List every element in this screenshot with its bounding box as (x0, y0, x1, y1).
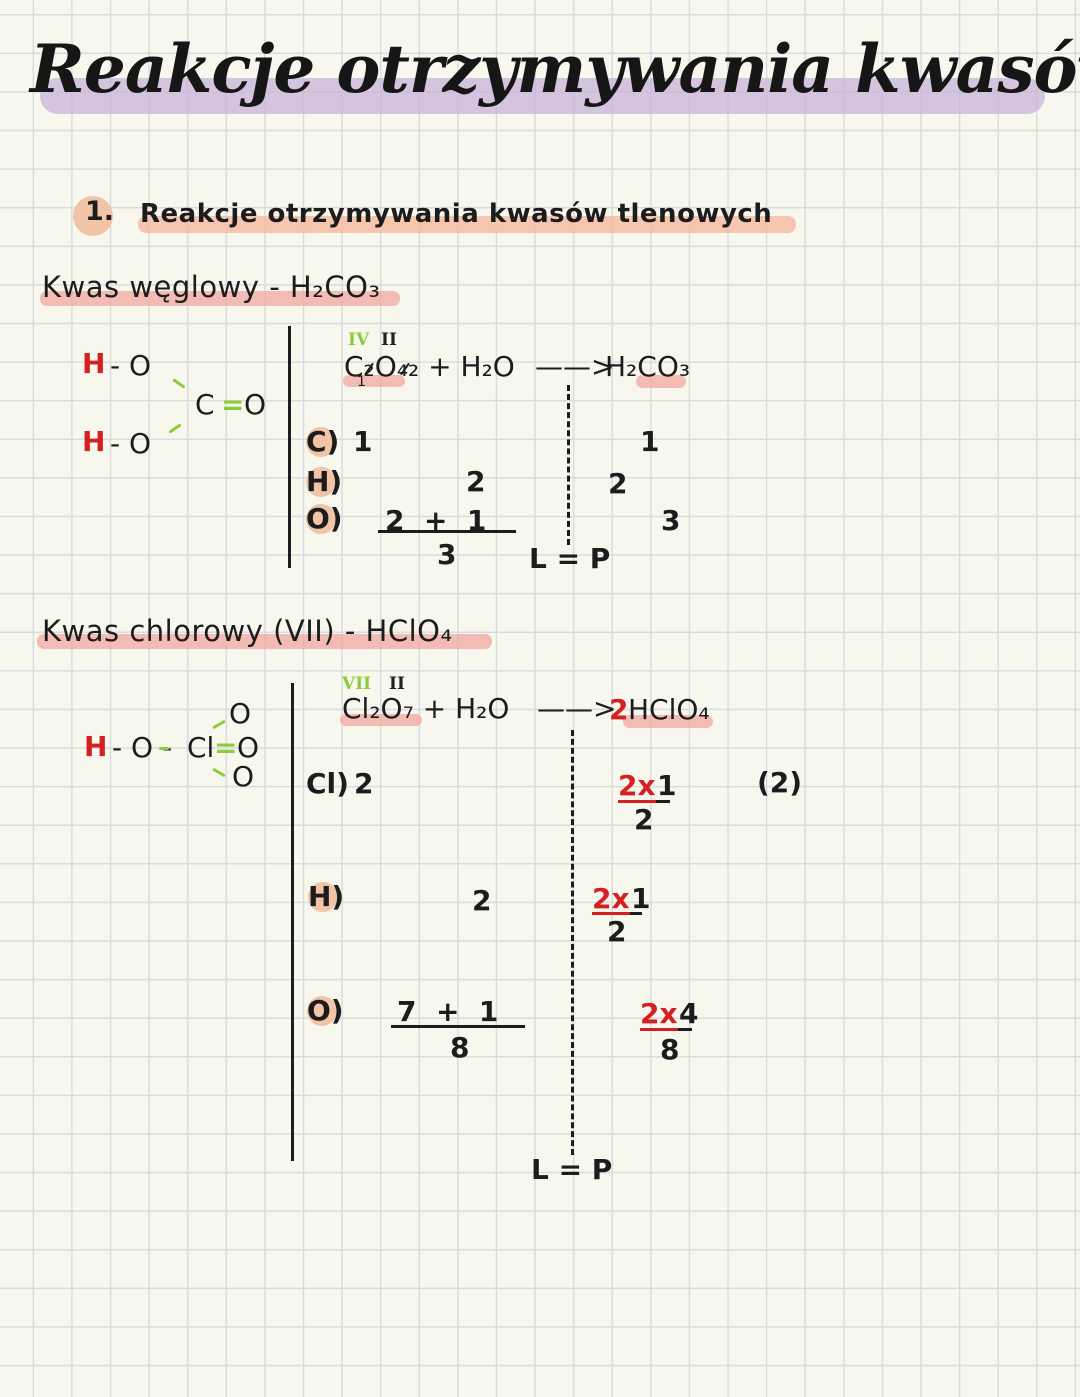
subscript-note: 1 (357, 374, 366, 390)
structure-o-bot: O (232, 760, 255, 793)
row-right-h-total: 2 (607, 915, 627, 948)
row-left-h: 2 (466, 465, 486, 498)
bond-line (172, 378, 186, 389)
reaction-arrow: ——> (535, 350, 615, 383)
page-title: Reakcje otrzymywania kwasów (30, 30, 1080, 108)
sum-line (391, 1025, 525, 1028)
sum-line (378, 530, 516, 533)
divider-line (291, 683, 294, 1161)
row-left-o-total: 3 (437, 538, 457, 571)
fraction-line (618, 800, 656, 803)
element-highlight (308, 882, 338, 912)
fraction-line (656, 800, 670, 803)
fraction-line (678, 1028, 692, 1031)
oxide-highlight (343, 375, 405, 387)
row-right-cl-mult: 2x (618, 769, 656, 802)
bond-line (168, 423, 182, 434)
valence-o: II (389, 674, 405, 694)
structure-cl: Cl (187, 731, 215, 764)
structure-h: H (84, 730, 108, 763)
row-left-o-total: 8 (450, 1031, 470, 1064)
element-highlight (306, 467, 336, 497)
structure-o-top: O (229, 697, 252, 730)
bond-line (212, 719, 226, 730)
double-bond: = (221, 388, 245, 421)
row-right-h-val: 1 (631, 882, 651, 915)
row-label-c: C) (306, 425, 340, 458)
row-right-cl-val: 1 (657, 769, 677, 802)
row-left-h: 2 (472, 884, 492, 917)
row-left-c: 1 (353, 425, 373, 458)
acid-name-highlight (40, 291, 400, 306)
balance-check: L = P (531, 1153, 613, 1186)
structure-h-2: H (82, 425, 106, 458)
row-right-c: 1 (640, 425, 660, 458)
row-label-cl: Cl) (306, 767, 349, 800)
element-highlight (306, 504, 336, 534)
divider-line (288, 326, 291, 568)
row-label-o: O) (306, 502, 343, 535)
title-highlight (40, 78, 1045, 114)
section-title-highlight (138, 216, 796, 233)
balance-divider (567, 385, 570, 545)
equation-right: H₂CO₃ (605, 350, 691, 383)
row-left-o: 2 + 1 (385, 504, 487, 537)
section-title: Reakcje otrzymywania kwasów tlenowych (140, 199, 773, 229)
row-label-h: H) (306, 465, 343, 498)
structure-o-3: O (244, 388, 267, 421)
fraction-line (640, 1028, 678, 1031)
fraction-line (630, 912, 642, 915)
structure-c: C (195, 388, 215, 421)
row-right-o-total: 8 (660, 1033, 680, 1066)
balance-note: (2) (757, 766, 803, 799)
row-right-o-mult: 2x (640, 997, 678, 1030)
structure-h-1: H (82, 347, 106, 380)
row-label-o: O) (307, 994, 344, 1027)
equation-left: Cl₂O₇ + H₂O (342, 692, 510, 725)
bond-line (212, 767, 226, 778)
valence-c: IV (348, 330, 370, 350)
coefficient: 2 (609, 693, 629, 726)
row-right-h: 2 (608, 467, 628, 500)
row-right-h-mult: 2x (592, 882, 630, 915)
structure-o-2: - O (110, 427, 152, 460)
row-right-o: 3 (661, 504, 681, 537)
balance-divider (571, 730, 574, 1155)
double-bond: = (214, 731, 238, 764)
valence-o: II (381, 330, 397, 350)
equation-right: HClO₄ (628, 693, 710, 726)
row-left-cl: 2 (354, 767, 374, 800)
section-number: 1. (85, 196, 115, 227)
balance-check: L = P (529, 542, 611, 575)
structure-o-mid: O (237, 731, 260, 764)
row-left-o: 7 + 1 (397, 995, 499, 1028)
bond-line (159, 747, 169, 750)
row-right-o-val: 4 (679, 997, 699, 1030)
section-number-highlight (73, 196, 113, 236)
element-highlight (306, 427, 336, 457)
valence-cl: VII (342, 674, 372, 694)
reaction-arrow: ——> (537, 692, 617, 725)
product-highlight (623, 715, 713, 728)
product-highlight (636, 375, 686, 388)
acid-name-perchloric: Kwas chlorowy (VII) - HClO₄ (42, 614, 453, 648)
fraction-line (592, 912, 630, 915)
structure-o-1: - O (110, 349, 152, 382)
element-highlight (307, 996, 337, 1026)
acid-name-highlight (37, 634, 492, 649)
equation-left: C₂O₄₂ + H₂O (344, 350, 515, 383)
row-right-cl-total: 2 (634, 803, 654, 836)
acid-name-carbonic: Kwas węglowy - H₂CO₃ (42, 270, 381, 304)
oxide-highlight (340, 714, 422, 726)
row-label-h: H) (308, 880, 345, 913)
